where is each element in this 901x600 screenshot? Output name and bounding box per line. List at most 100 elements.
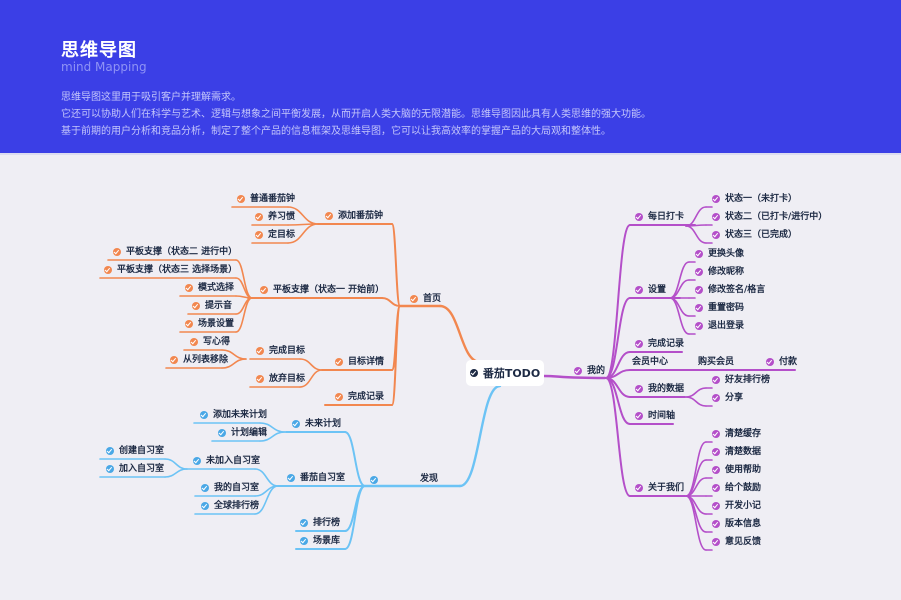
mindmap-node[interactable]: 购买会员 [698,355,734,369]
mindmap-node[interactable]: 清楚缓存 [712,427,761,441]
node-label: 全球排行榜 [214,501,260,511]
mindmap-node[interactable]: 模式选择 [185,281,234,295]
mindmap-node[interactable]: 我的 [574,364,605,378]
mindmap-node[interactable]: 开发小记 [712,499,761,513]
branch-link [685,387,707,398]
branch-link [391,223,401,307]
mindmap-node[interactable]: 状态一（未打卡） [712,192,797,206]
mindmap-node[interactable]: 完成记录 [335,390,384,404]
mindmap-node[interactable]: 从列表移除 [170,353,228,367]
mindmap-node[interactable]: 发现 [420,472,438,486]
node-label: 完成记录 [648,339,685,349]
mindmap-node[interactable]: 场景库 [300,534,340,548]
mindmap-node[interactable]: 时间轴 [635,409,675,423]
mindmap-node[interactable]: 写心得 [190,335,230,349]
mindmap-node[interactable]: 完成目标 [256,344,305,358]
node-label: 目标详情 [348,357,385,367]
mindmap-node[interactable]: 每日打卡 [635,210,684,224]
mindmap-node[interactable]: 版本信息 [712,517,761,531]
branch-link [164,468,188,478]
branch-check-node [370,473,383,487]
mindmap-node[interactable]: 加入自习室 [106,462,164,476]
mindmap-node[interactable]: 养习惯 [255,210,295,224]
mindmap-node[interactable]: 未来计划 [292,417,341,431]
check-circle-icon [712,394,720,402]
root-label: 番茄TODO [482,367,541,380]
mindmap-node[interactable]: 设置 [635,283,666,297]
mindmap-node[interactable]: 排行榜 [300,516,340,530]
mindmap-node[interactable]: 平板支撑（状态一 开始前） [260,283,384,297]
mindmap-node[interactable]: 放弃目标 [256,372,305,386]
mindmap-node[interactable]: 添加番茄钟 [325,209,383,223]
mindmap-node[interactable]: 退出登录 [695,319,744,333]
mindmap-node[interactable]: 好友排行榜 [712,373,770,387]
mindmap-node[interactable]: 状态三（已完成） [712,228,797,242]
mindmap-node[interactable]: 分享 [712,391,743,405]
node-label: 意见反馈 [725,537,762,547]
mindmap-node[interactable]: 计划编辑 [218,426,267,440]
branch-link [344,431,366,487]
check-circle-icon [113,248,121,256]
mindmap-node[interactable]: 完成记录 [635,337,684,351]
mindmap-node[interactable]: 平板支撑（状态二 进行中） [113,245,237,259]
mindmap-node[interactable]: 关于我们 [635,481,684,495]
node-label: 平板支撑（状态二 进行中） [126,247,238,257]
check-circle-icon [170,356,178,364]
mindmap-node[interactable]: 定目标 [255,228,295,242]
node-label: 我的数据 [648,384,685,394]
check-circle-icon [300,519,308,527]
node-label: 放弃目标 [269,374,306,384]
mindmap-node[interactable]: 平板支撑（状态三 选择场景） [104,263,237,277]
mindmap-node[interactable]: 番茄自习室 [287,471,345,485]
mindmap-node[interactable]: 场景设置 [185,317,234,331]
node-label: 完成记录 [348,392,385,402]
check-circle-icon [292,420,300,428]
mindmap-node[interactable]: 提示音 [192,299,232,313]
mindmap-node[interactable]: 清楚数据 [712,445,761,459]
node-label: 给个鼓励 [725,483,762,493]
check-circle-icon [695,322,703,330]
check-circle-icon [237,195,245,203]
header-banner: 思维导图 mind Mapping 思维导图这里用于吸引客户并理解需求。 它还可… [0,0,901,153]
branch-link [458,384,502,488]
node-label: 购买会员 [698,357,735,367]
check-circle-icon [185,320,193,328]
mindmap-node[interactable]: 创建自习室 [106,444,164,458]
mindmap-node[interactable]: 重置密码 [695,301,744,315]
node-label: 提示音 [205,301,233,311]
branch-link [344,485,366,550]
mindmap-node[interactable]: 普通番茄钟 [237,192,295,206]
mindmap-node[interactable]: 添加未来计划 [200,408,267,422]
mindmap-node[interactable]: 全球排行榜 [201,499,259,513]
mindmap-node[interactable]: 修改昵称 [695,265,744,279]
branch-link [299,358,323,371]
node-label: 状态三（已完成） [725,230,798,240]
mindmap-node[interactable]: 未加入自习室 [193,454,260,468]
mindmap-node[interactable]: 目标详情 [335,355,384,369]
node-label: 开发小记 [725,501,762,511]
node-label: 版本信息 [725,519,762,529]
check-circle-icon [255,231,263,239]
node-label: 未来计划 [305,419,342,429]
node-label: 状态二（已打卡/进行中） [725,212,828,222]
check-circle-icon [712,538,720,546]
mindmap-node[interactable]: 修改签名/格言 [695,283,765,297]
root-node[interactable]: 番茄TODO [466,360,544,386]
page-title: 思维导图 [61,40,137,61]
mindmap-node[interactable]: 首页 [410,292,441,306]
check-circle-icon [712,448,720,456]
mindmap-node[interactable]: 意见反馈 [712,535,761,549]
mindmap-node[interactable]: 付款 [766,355,797,369]
node-label: 创建自习室 [119,446,165,456]
mindmap-node[interactable]: 我的自习室 [201,481,259,495]
check-circle-icon [712,195,720,203]
mindmap-node[interactable]: 给个鼓励 [712,481,761,495]
mindmap-node[interactable]: 我的数据 [635,382,684,396]
mindmap-node[interactable]: 更换头像 [695,247,744,261]
mindmap-node[interactable]: 使用帮助 [712,463,761,477]
mindmap-node[interactable]: 状态二（已打卡/进行中） [712,210,827,224]
check-circle-icon [300,537,308,545]
branch-link [669,297,690,335]
node-label: 分享 [725,393,744,403]
mindmap-node[interactable]: 会员中心 [632,355,668,369]
